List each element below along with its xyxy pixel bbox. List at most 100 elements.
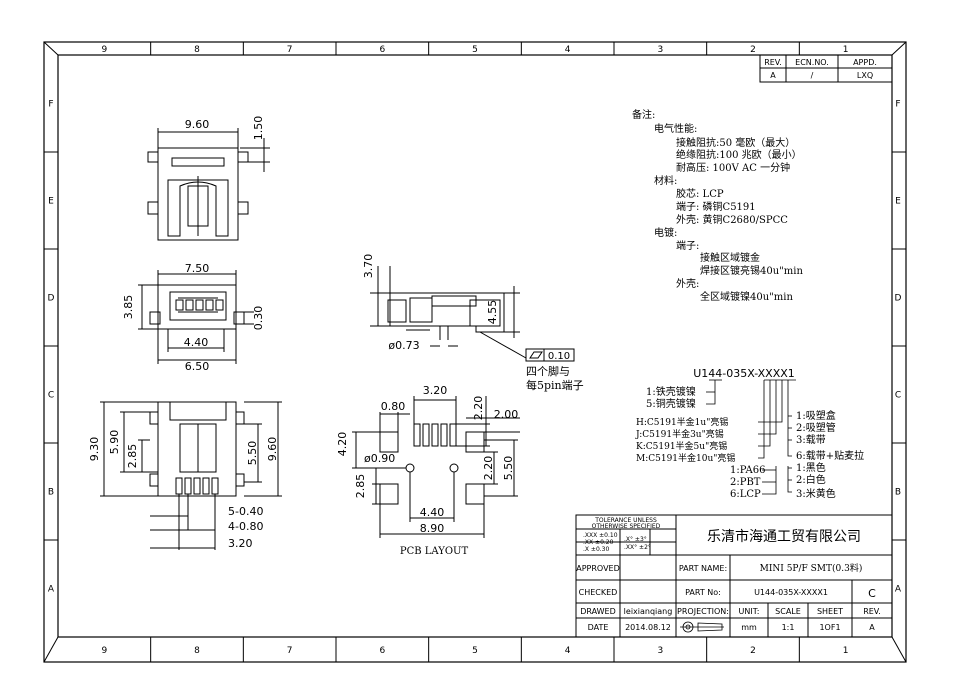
svg-text:K:C5191半金5u"亮锡: K:C5191半金5u"亮锡	[636, 440, 727, 452]
dim-side-diameter: ø0.73	[388, 339, 419, 352]
svg-text:材料:: 材料:	[654, 174, 677, 187]
frame-col-label: 2	[750, 646, 756, 656]
svg-text:1:黑色: 1:黑色	[796, 461, 826, 474]
pcb-dim-440: 4.40	[420, 506, 445, 519]
frame-col-label: 5	[472, 646, 478, 656]
dim-bottom-b1: 5-0.40	[228, 505, 263, 518]
frame-row-label: A	[48, 585, 55, 595]
dim-front-b2: 6.50	[185, 360, 210, 373]
title-block	[575, 514, 893, 638]
bottom-view	[100, 401, 282, 550]
svg-text:2014.08.12: 2014.08.12	[625, 623, 671, 632]
svg-text:.X° ±3°: .X° ±3°	[624, 536, 647, 543]
dim-bottom-h5: 9.60	[266, 437, 279, 462]
frame-row-label: E	[48, 197, 54, 207]
svg-text:MINI 5P/F SMT(0.3料): MINI 5P/F SMT(0.3料)	[760, 562, 863, 574]
svg-text:焊接区镀亮锡40u"min: 焊接区镀亮锡40u"min	[700, 264, 803, 277]
frame-row-label: C	[48, 391, 54, 401]
svg-text:PROJECTION:: PROJECTION:	[677, 607, 729, 616]
svg-text:5:铜壳镀镍: 5:铜壳镀镍	[646, 397, 696, 410]
pcb-dim-550: 5.50	[502, 456, 515, 481]
frame-col-label: 2	[750, 45, 756, 55]
svg-text:6:载带+贴麦拉: 6:载带+贴麦拉	[796, 449, 864, 462]
frame-col-label: 7	[287, 45, 293, 55]
svg-text:3:米黄色: 3:米黄色	[796, 487, 836, 500]
frame-col-label: 8	[194, 45, 200, 55]
frame-col-label: 7	[287, 646, 293, 656]
revision-table: REV. ECN.NO. APPD. A / LXQ	[759, 54, 893, 83]
pcb-dim-080: 0.80	[381, 400, 406, 413]
pin-note-2: 每5pin端子	[526, 378, 584, 392]
frame-row-label: A	[895, 585, 902, 595]
frame-col-label: 4	[565, 45, 571, 55]
frame-col-label: 6	[379, 45, 385, 55]
dim-front-width: 7.50	[185, 262, 210, 275]
svg-text:APPROVED: APPROVED	[576, 564, 620, 573]
svg-text:备注:: 备注:	[632, 108, 655, 121]
frame-col-label: 3	[657, 45, 663, 55]
svg-text:1:铁壳镀镍: 1:铁壳镀镍	[646, 385, 696, 398]
frame-col-label: 9	[101, 45, 107, 55]
pcb-dim-890: 8.90	[420, 522, 445, 535]
svg-text:.XXX ±0.10: .XXX ±0.10	[583, 532, 618, 539]
svg-text:mm: mm	[741, 623, 757, 632]
svg-text:6:LCP: 6:LCP	[730, 489, 761, 500]
svg-text:全区域镀镍40u"min: 全区域镀镍40u"min	[700, 290, 793, 303]
svg-text:电镀:: 电镀:	[654, 226, 677, 239]
dim-bottom-h4: 5.50	[246, 441, 259, 466]
part-code: U144-035X-XXXX1	[693, 367, 795, 380]
dim-front-height: 3.85	[122, 295, 135, 320]
frame-col-label: 8	[194, 646, 200, 656]
svg-text:1:吸塑盒: 1:吸塑盒	[796, 409, 836, 422]
pcb-dim-200: 2.00	[494, 408, 519, 421]
svg-text:.XX° ±2°: .XX° ±2°	[624, 544, 651, 551]
svg-text:/: /	[811, 71, 814, 80]
svg-text:ECN.NO.: ECN.NO.	[795, 58, 829, 67]
pcb-dim-220b: 2.20	[482, 456, 495, 481]
pcb-dim-220: 2.20	[472, 396, 485, 421]
svg-text:SCALE: SCALE	[775, 607, 801, 616]
frame-col-label: 3	[657, 646, 663, 656]
svg-text:2:白色: 2:白色	[796, 473, 826, 486]
svg-text:REV.: REV.	[764, 58, 782, 67]
frame-col-label: 4	[565, 646, 571, 656]
svg-text:.X ±0.30: .X ±0.30	[583, 546, 609, 553]
svg-text:耐高压: 100V AC 一分钟: 耐高压: 100V AC 一分钟	[676, 161, 790, 174]
svg-text:REV.: REV.	[863, 607, 881, 616]
svg-text:M:C5191半金10u"亮锡: M:C5191半金10u"亮锡	[636, 452, 735, 464]
frame-col-label: 9	[101, 646, 107, 656]
dim-top-height: 1.50	[252, 116, 265, 141]
svg-text:2:吸塑管: 2:吸塑管	[796, 421, 836, 434]
part-code-leaders	[706, 379, 796, 495]
company-name: 乐清市海通工贸有限公司	[707, 528, 861, 545]
frame-row-label: D	[48, 294, 55, 304]
frame-col-label: 1	[843, 646, 849, 656]
svg-text:C: C	[868, 587, 876, 600]
pcb-dim-320: 3.20	[423, 384, 448, 397]
pcb-dim-420: 4.20	[336, 432, 349, 457]
front-view	[138, 270, 254, 364]
projection-symbol-icon	[680, 621, 724, 633]
dim-bottom-b2: 4-0.80	[228, 520, 263, 533]
part-code-options: 1:铁壳镀镍 5:铜壳镀镍 H:C5191半金1u"亮锡 J:C5191半金3u…	[635, 385, 864, 500]
dim-top-width: 9.60	[185, 118, 210, 131]
svg-text:H:C5191半金1u"亮锡: H:C5191半金1u"亮锡	[636, 416, 728, 428]
dim-front-b1: 4.40	[184, 336, 209, 349]
svg-text:leixianqiang: leixianqiang	[624, 607, 673, 616]
svg-text:电气性能:: 电气性能:	[654, 122, 697, 135]
frame-col-label: 6	[379, 646, 385, 656]
svg-text:A: A	[770, 71, 776, 80]
svg-text:CHECKED: CHECKED	[579, 588, 618, 597]
outer-frame	[43, 41, 907, 663]
svg-text:端子: 磷铜C5191: 端子: 磷铜C5191	[676, 200, 756, 213]
svg-text:SHEET: SHEET	[817, 607, 843, 616]
frame-row-label: F	[48, 100, 53, 110]
frame-col-label: 1	[843, 45, 849, 55]
svg-text:DRAWED: DRAWED	[580, 607, 616, 616]
notes-block: 备注: 电气性能: 接触阻抗:50 毫欧（最大） 绝缘阻抗:100 兆欧（最小）…	[632, 108, 803, 303]
svg-text:端子:: 端子:	[676, 239, 699, 252]
svg-text:1:PA66: 1:PA66	[730, 465, 766, 476]
svg-text:OTHERWISE SPECIFIED: OTHERWISE SPECIFIED	[592, 523, 661, 530]
svg-text:APPD.: APPD.	[853, 58, 877, 67]
